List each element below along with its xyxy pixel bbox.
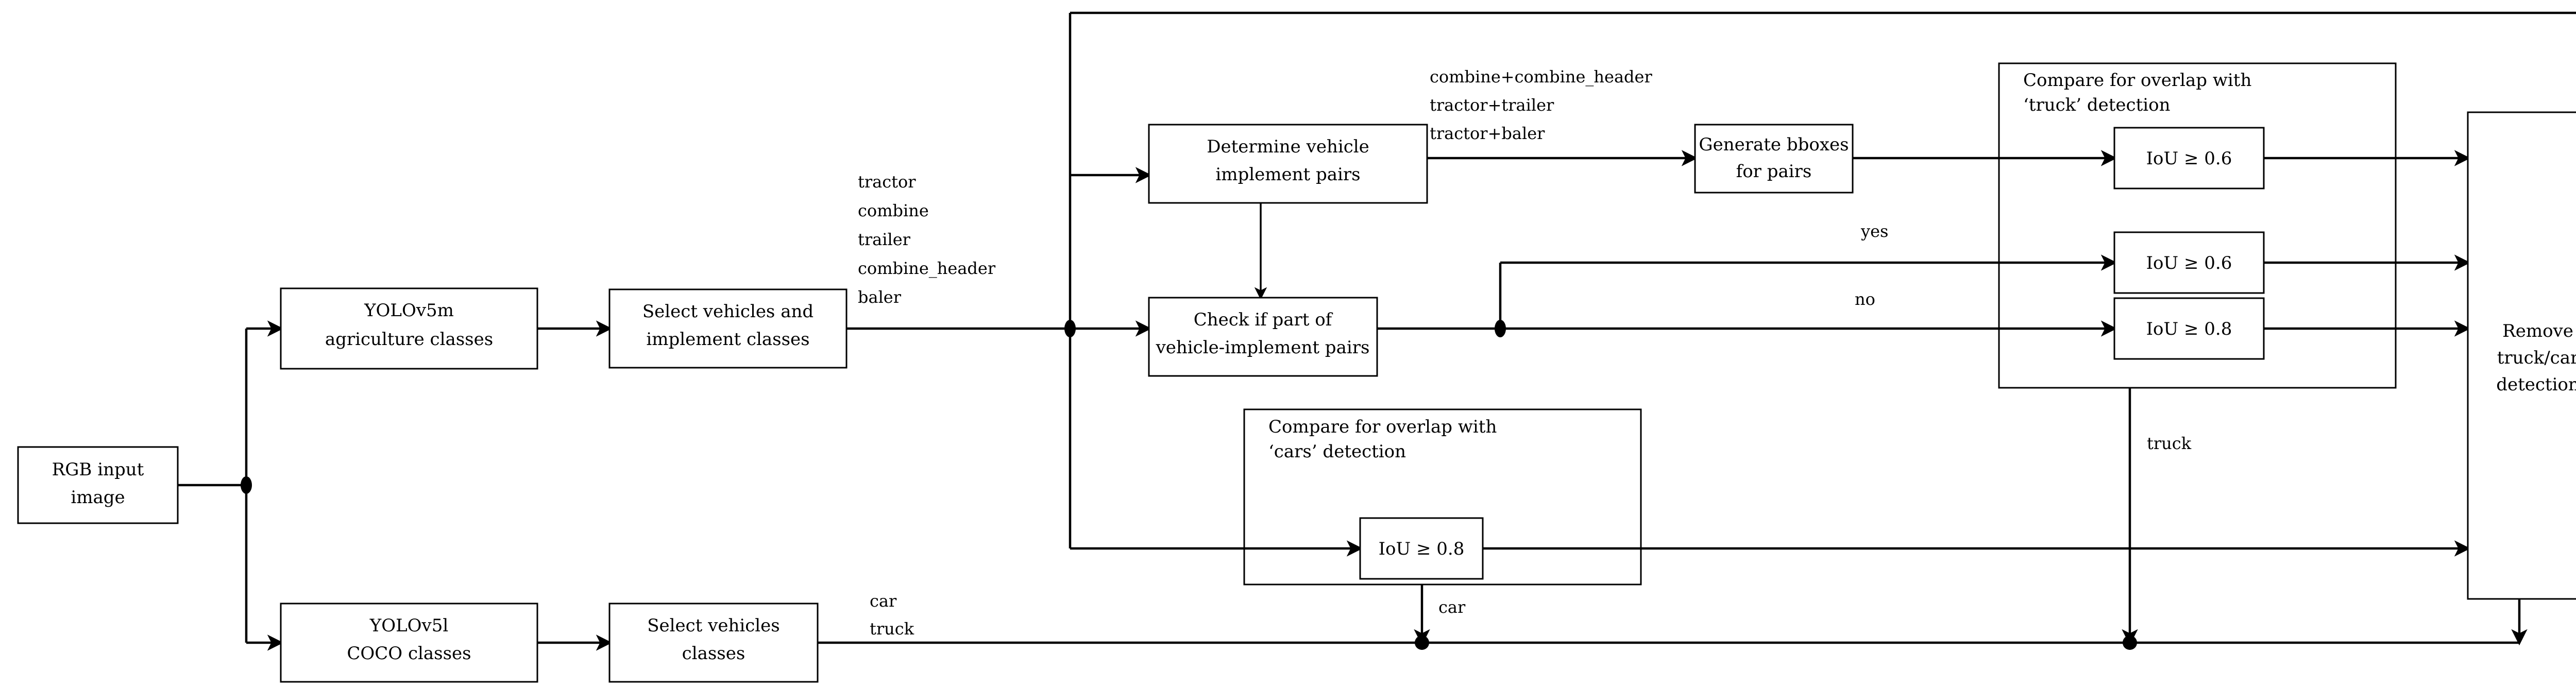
- node-iou-truck-1[interactable]: [2113, 127, 2265, 190]
- group-truck-overlap: [1998, 62, 2397, 389]
- node-remove-truck-car-line2: truck/car: [2497, 348, 2576, 368]
- node-yolov5m-line2: agriculture classes: [325, 329, 493, 350]
- node-iou-truck-3-label: IoU ≥ 0.8: [2146, 319, 2232, 339]
- node-iou-truck-1-label: IoU ≥ 0.6: [2146, 148, 2232, 169]
- edge-label-car: car: [1438, 597, 1466, 617]
- node-remove-truck-car[interactable]: [2467, 111, 2576, 600]
- node-generate-bboxes-line1: Generate bboxes: [1699, 134, 1849, 155]
- junction-truck-split: [2123, 635, 2137, 650]
- node-rgb-input-line1: RGB input: [52, 459, 144, 480]
- node-select-vehicle-implement[interactable]: [608, 288, 848, 369]
- group-truck-overlap-title-line1: Compare for overlap with: [2023, 70, 2251, 91]
- edge-label-pair-class-0: combine+combine_header: [1430, 67, 1652, 87]
- node-iou-truck-2-label: IoU ≥ 0.6: [2146, 253, 2232, 273]
- group-cars-overlap-title-line2: ‘cars’ detection: [1268, 441, 1406, 462]
- edge-label-agri-class-1: combine: [858, 201, 929, 220]
- node-determine-pairs-line2: implement pairs: [1215, 164, 1360, 185]
- node-select-vehicle-classes-line2: classes: [682, 643, 745, 664]
- node-remove-truck-car-line1: Remove: [2502, 321, 2573, 341]
- node-yolov5l-line1: YOLOv5l: [369, 615, 449, 636]
- edge-label-coco-class-0: car: [870, 591, 897, 611]
- edge-label-agri-class-0: tractor: [858, 172, 916, 192]
- edge-label-coco-class-1: truck: [870, 619, 914, 639]
- node-generate-bboxes[interactable]: [1694, 124, 1854, 194]
- node-iou-cars-1-label: IoU ≥ 0.8: [1379, 539, 1465, 559]
- node-yolov5m[interactable]: [280, 287, 538, 370]
- junction-check-split: [1495, 320, 1506, 337]
- node-yolov5l-line2: COCO classes: [347, 643, 471, 664]
- node-rgb-input[interactable]: [17, 446, 179, 524]
- node-check-part-of-pairs[interactable]: [1148, 297, 1378, 377]
- node-check-part-of-pairs-line2: vehicle-implement pairs: [1156, 337, 1370, 358]
- node-rgb-input-line2: image: [71, 487, 125, 508]
- edge-label-no: no: [1855, 289, 1875, 309]
- group-cars-overlap: [1243, 408, 1642, 586]
- edge-label-truck: truck: [2147, 434, 2192, 453]
- edge-label-agri-class-2: trailer: [858, 230, 911, 249]
- junction-impl-split: [1064, 320, 1076, 337]
- node-yolov5m-line1: YOLOv5m: [364, 300, 454, 321]
- node-check-part-of-pairs-line1: Check if part of: [1194, 309, 1333, 330]
- edge-label-agri-class-4: baler: [858, 287, 902, 307]
- node-select-vehicle-classes[interactable]: [608, 603, 819, 683]
- junction-coco-split: [1415, 635, 1429, 650]
- node-select-vehicle-implement-line1: Select vehicles and: [642, 301, 814, 322]
- node-yolov5l[interactable]: [280, 603, 538, 683]
- group-cars-overlap-title-line1: Compare for overlap with: [1268, 417, 1497, 437]
- edge-label-yes: yes: [1860, 221, 1888, 241]
- edge-label-pair-class-2: tractor+baler: [1430, 124, 1545, 143]
- node-iou-truck-2[interactable]: [2113, 231, 2265, 294]
- group-truck-overlap-title-line2: ‘truck’ detection: [2023, 95, 2171, 115]
- edge-label-agri-class-3: combine_header: [858, 259, 996, 278]
- node-determine-pairs[interactable]: [1148, 124, 1428, 204]
- node-determine-pairs-line1: Determine vehicle: [1207, 136, 1369, 157]
- node-iou-truck-3[interactable]: [2113, 297, 2265, 360]
- node-remove-truck-car-line3: detection: [2496, 374, 2576, 395]
- node-select-vehicle-implement-line2: implement classes: [646, 329, 809, 350]
- junction-input-split: [241, 476, 252, 494]
- node-select-vehicle-classes-line1: Select vehicles: [647, 615, 780, 636]
- node-iou-cars-1[interactable]: [1359, 517, 1484, 580]
- node-generate-bboxes-line2: for pairs: [1736, 161, 1812, 182]
- edge-label-pair-class-1: tractor+trailer: [1430, 95, 1554, 115]
